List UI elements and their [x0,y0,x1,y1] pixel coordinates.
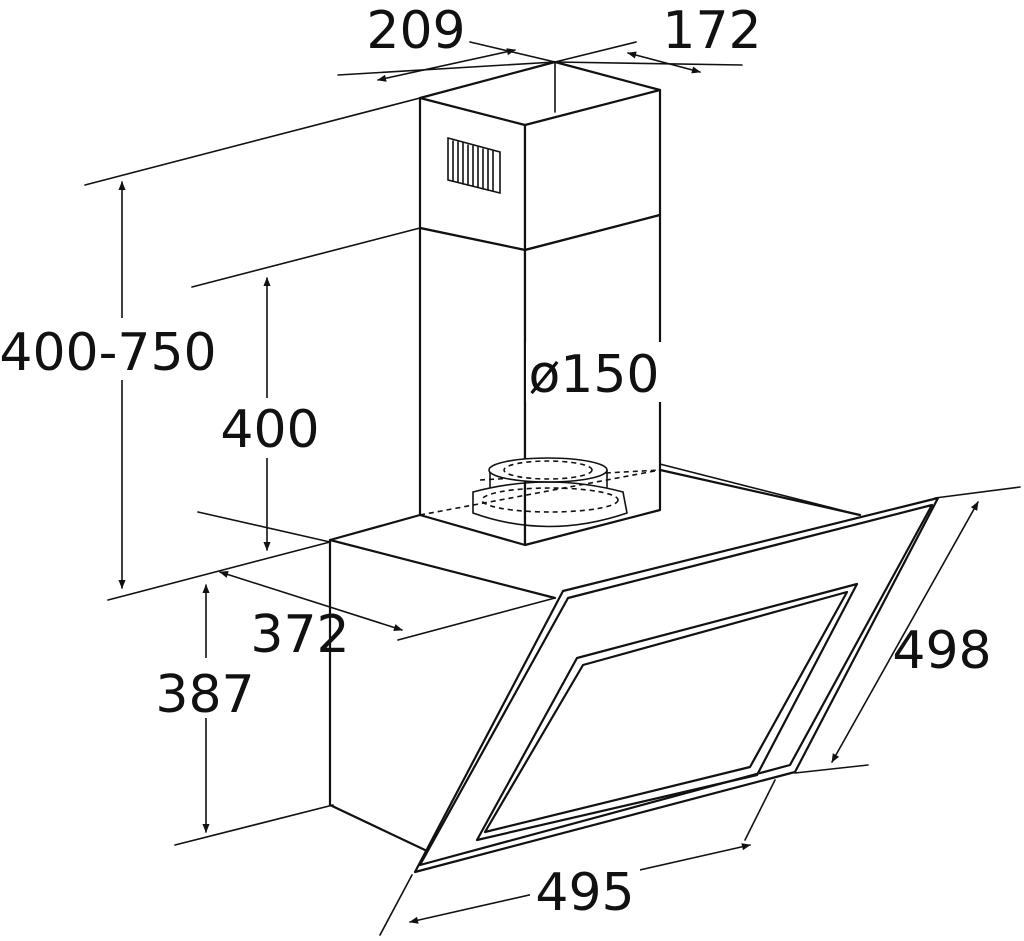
glass-width-label: 495 [535,863,634,923]
duct-collar [419,457,661,528]
chimney-height-range-label: 400-750 [0,323,217,383]
body-height-label: 387 [155,665,254,725]
lower-chimney-height-label: 400 [220,400,319,460]
dimension-labels: 209 172 400-750 400 ø150 372 387 498 495 [0,1,992,923]
glass-canopy [413,496,940,874]
vent-grille [447,136,501,195]
body-depth-label: 372 [250,605,349,665]
glass-height-label: 498 [892,621,991,681]
chimney-width-label: 209 [366,1,465,61]
chimney-depth-label: 172 [662,1,761,61]
duct-diameter-label: ø150 [528,345,659,405]
label-backgrounds [0,318,662,920]
